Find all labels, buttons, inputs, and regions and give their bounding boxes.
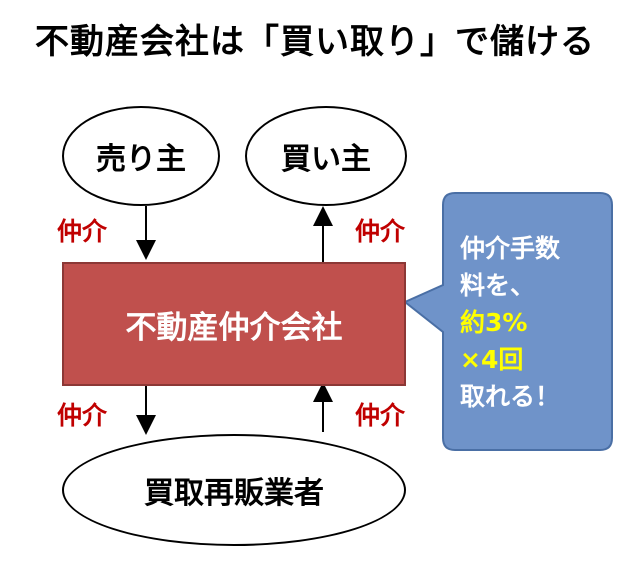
seller-node: 売り主 (62, 106, 220, 206)
callout-line-1: 仲介手数 (460, 234, 561, 263)
label-top-right: 仲介 (355, 217, 406, 246)
buyer-node: 買い主 (245, 106, 407, 206)
callout-line-5: 取れる！ (460, 382, 561, 411)
callout-line-3: 約3% (460, 308, 528, 337)
callout-bubble (403, 192, 613, 451)
buyer-label: 買い主 (281, 142, 371, 177)
callout-line-2: 料を、 (460, 271, 536, 300)
agency-box: 不動産仲介会社 (62, 262, 406, 386)
callout-text: 仲介手数 料を、 約3% ×4回 取れる！ (460, 230, 560, 415)
label-top-left: 仲介 (57, 217, 108, 246)
seller-label: 売り主 (96, 142, 186, 177)
reseller-label: 買取再販業者 (144, 476, 324, 511)
reseller-node: 買取再販業者 (62, 434, 406, 546)
agency-label: 不動産仲介会社 (125, 309, 343, 346)
label-bottom-right: 仲介 (355, 401, 406, 430)
label-bottom-left: 仲介 (57, 401, 108, 430)
callout-line-4: ×4回 (460, 345, 524, 374)
page-title: 不動産会社は「買い取り」で儲ける (35, 22, 595, 62)
